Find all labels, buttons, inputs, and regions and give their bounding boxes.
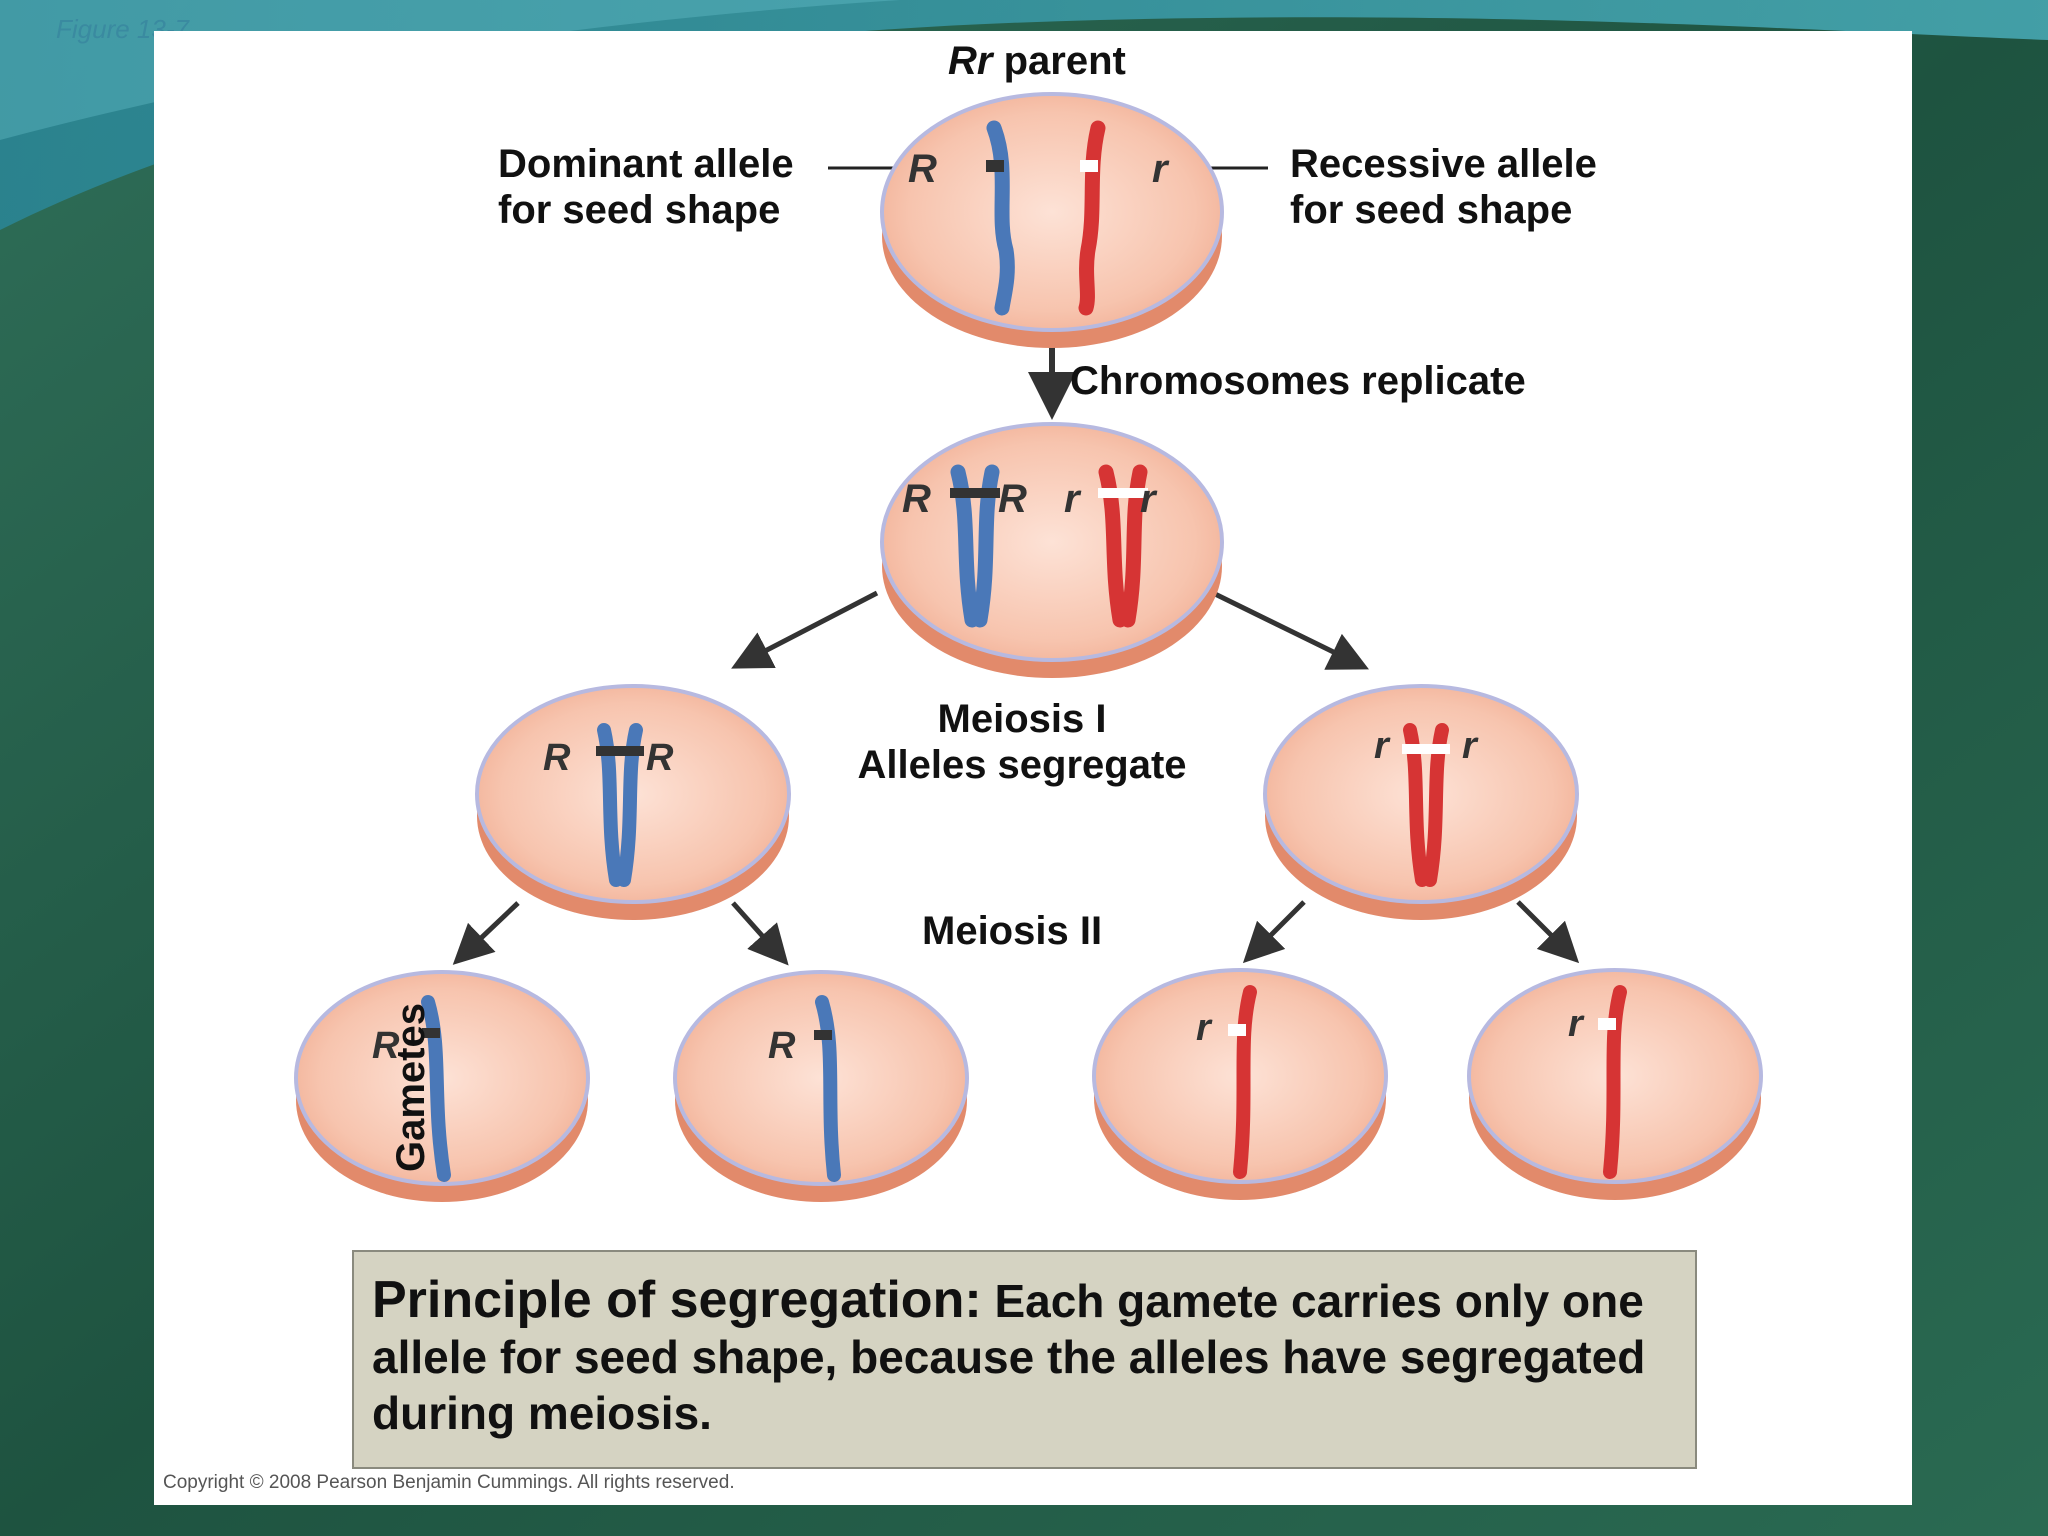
meiosis1-line1: Meiosis I (937, 697, 1107, 741)
recessive-allele-line2: for seed shape (1290, 188, 1573, 232)
gametes-label: Gametes (389, 1003, 433, 1172)
replicated-allele-r-left: r (1064, 477, 1082, 521)
parent-cell: R r (880, 92, 1224, 348)
parent-label: Rr parent (948, 38, 1126, 84)
arrow-meiosis1-left (731, 590, 879, 669)
parent-allele-R: R (908, 147, 937, 191)
segregation-summary-box: Principle of segregation: Each gamete ca… (352, 1250, 1697, 1469)
gamete-1-allele-R: R (372, 1025, 400, 1067)
parent-allele-r: r (1152, 147, 1170, 191)
replicated-allele-R-right: R (998, 477, 1027, 521)
recessive-allele-line1: Recessive allele (1290, 142, 1597, 186)
replicated-allele-r-right: r (1140, 477, 1158, 521)
parent-dominant-chromosome (986, 120, 1015, 316)
parent-label-text: parent (1003, 39, 1126, 83)
replicated-cell: R R r r (880, 422, 1224, 678)
arrow-meiosis1-right (1211, 590, 1369, 670)
meiosis1-left-allele-R-right: R (646, 737, 674, 779)
gamete-cell-4: r (1467, 968, 1763, 1200)
summary-heading: Principle of segregation: (372, 1271, 982, 1329)
dominant-allele-line1: Dominant allele (498, 142, 794, 186)
meiosis1-right-allele-r-left: r (1374, 725, 1391, 767)
arrow-meiosis2-right-a (1242, 900, 1306, 964)
meiosis1-label: Meiosis I Alleles segregate (848, 696, 1196, 788)
arrow-meiosis2-left-a (452, 901, 520, 965)
meiosis1-left-cell: R R (475, 684, 791, 920)
gamete-3-allele-r: r (1196, 1007, 1213, 1049)
meiosis2-label: Meiosis II (922, 909, 1103, 953)
gamete-2-allele-R: R (768, 1025, 796, 1067)
summary-body: Each gamete carries only one allele for … (372, 1275, 1646, 1439)
recessive-allele-label: Recessive allele for seed shape (1290, 141, 1597, 233)
parent-genotype: Rr (948, 39, 993, 83)
chromosomes-replicate-label: Chromosomes replicate (1070, 359, 1526, 403)
parent-recessive-chromosome (1078, 120, 1106, 316)
arrow-meiosis2-left-b (731, 901, 789, 966)
meiosis1-right-allele-r-right: r (1462, 725, 1479, 767)
meiosis1-line2: Alleles segregate (857, 743, 1187, 787)
copyright-notice: Copyright © 2008 Pearson Benjamin Cummin… (163, 1472, 735, 1493)
arrows (452, 345, 1580, 966)
gamete-cell-3: r (1092, 968, 1388, 1200)
dominant-allele-label: Dominant allele for seed shape (498, 141, 794, 233)
gamete-cell-2: R (673, 970, 969, 1202)
arrow-meiosis2-right-b (1516, 900, 1580, 964)
gamete-4-allele-r: r (1568, 1003, 1585, 1045)
dominant-allele-line2: for seed shape (498, 188, 781, 232)
replicated-allele-R-left: R (902, 477, 931, 521)
meiosis1-right-cell: r r (1263, 684, 1579, 920)
gamete-cell-1: R (294, 970, 590, 1202)
meiosis1-left-allele-R-left: R (543, 737, 571, 779)
